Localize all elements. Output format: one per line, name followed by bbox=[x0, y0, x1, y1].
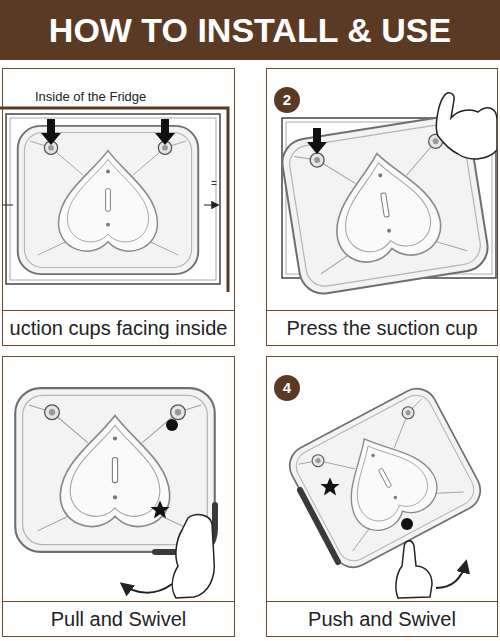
illustration-part bbox=[436, 562, 466, 588]
illustration-part bbox=[436, 93, 497, 159]
illustration-part bbox=[172, 515, 214, 598]
step-caption: uction cups facing inside bbox=[3, 310, 234, 345]
panel-heading: Inside of the Fridge bbox=[35, 89, 146, 104]
step-number: 2 bbox=[274, 87, 300, 113]
illustration-part bbox=[41, 119, 61, 145]
step-four-art bbox=[283, 382, 488, 598]
illustration-part bbox=[3, 204, 218, 205]
step-caption: Pull and Swivel bbox=[3, 601, 234, 636]
step-panel: 4Push and Swivel bbox=[266, 356, 498, 637]
illustration-part bbox=[396, 541, 432, 598]
step-panel: Inside of the Fridge uction cups facing i… bbox=[2, 68, 235, 346]
page-title: HOW TO INSTALL & USE bbox=[0, 0, 500, 60]
step-two-art bbox=[279, 93, 497, 297]
step-panel: Pull and Swivel bbox=[2, 356, 235, 637]
step-one-art bbox=[0, 108, 228, 292]
illustration-part bbox=[320, 477, 339, 495]
step-caption: Press the suction cup bbox=[267, 310, 497, 345]
illustration-part bbox=[122, 584, 172, 593]
illustration-part bbox=[150, 500, 169, 518]
illustration-part bbox=[401, 518, 413, 530]
illustration-part bbox=[18, 126, 199, 274]
step-three-art bbox=[15, 388, 215, 598]
illustration-part bbox=[10, 118, 216, 280]
illustration-part bbox=[307, 128, 327, 154]
illustration-part bbox=[283, 382, 488, 575]
step-caption: Push and Swivel bbox=[267, 601, 497, 636]
illustration-part bbox=[166, 419, 178, 431]
illustration-part bbox=[155, 119, 175, 145]
step-number: 4 bbox=[274, 375, 300, 401]
step-panel: 2Press the suction cup bbox=[266, 68, 498, 346]
dimension-mark: = bbox=[211, 178, 217, 189]
illustration-part bbox=[6, 114, 220, 284]
illustration-part bbox=[0, 108, 228, 292]
illustration-part bbox=[300, 490, 338, 562]
